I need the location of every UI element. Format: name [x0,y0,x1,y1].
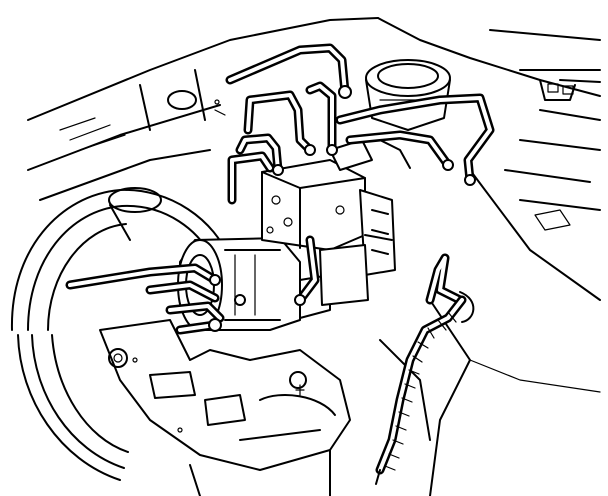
line-fittings [208,85,476,332]
brake-booster [10,187,231,481]
wiring-harness [375,291,475,485]
brake-lines [65,43,495,335]
hydraulic-modulator [261,139,411,306]
hardware-details [132,99,305,433]
mounting-bracket [99,319,351,496]
fluid-reservoir [365,59,451,131]
vehicle-body-outline [27,17,601,496]
